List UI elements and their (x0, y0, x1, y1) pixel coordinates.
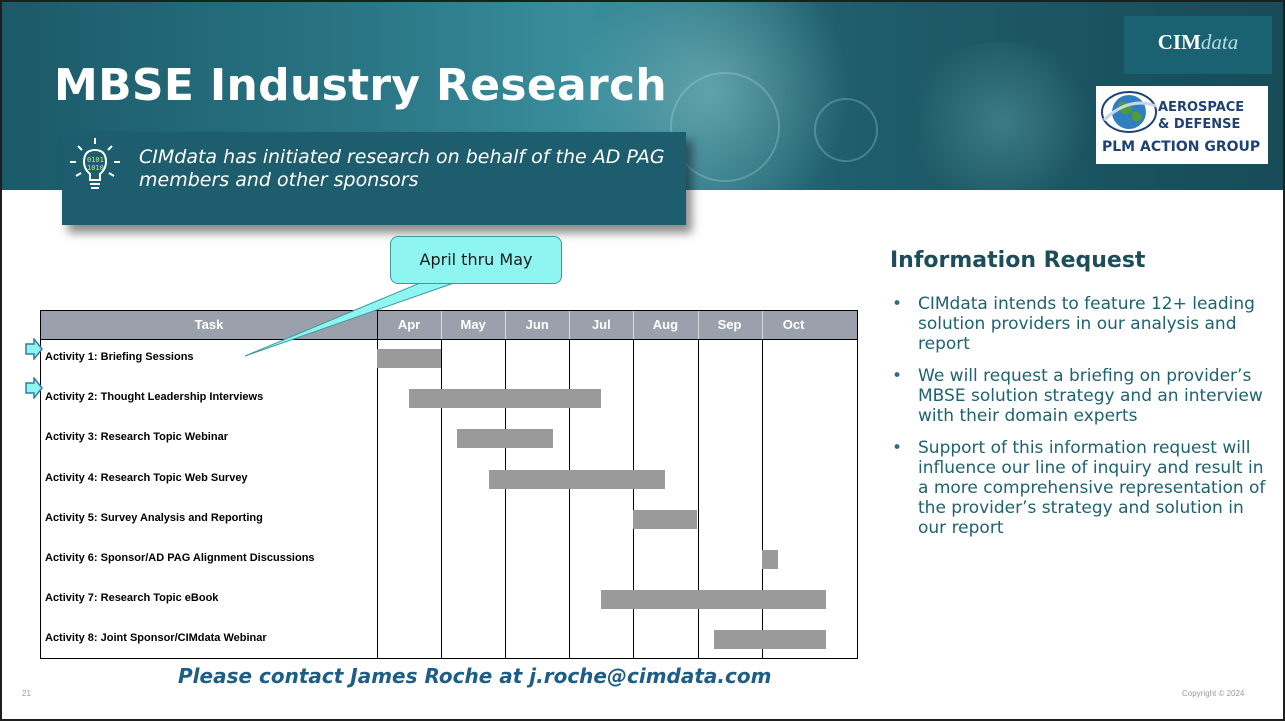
header-divider (761, 311, 763, 339)
month-header: Apr (397, 317, 421, 332)
task-label: Activity 6: Sponsor/AD PAG Alignment Dis… (45, 552, 315, 564)
svg-text:1010: 1010 (87, 164, 104, 172)
month-header: Aug (652, 317, 679, 332)
header-divider (633, 311, 635, 339)
globe-icon (1101, 91, 1157, 133)
header-divider (505, 311, 507, 339)
month-header: Jul (591, 317, 611, 332)
brand-part2: data (1200, 30, 1239, 54)
adpag-line1: AEROSPACE (1158, 100, 1245, 115)
task-bar (713, 630, 826, 650)
arrow-icon (25, 377, 43, 399)
contact-line: Please contact James Roche at j.roche@ci… (178, 664, 772, 688)
cimdata-logo: CIMdata (1124, 16, 1272, 74)
date-callout-bubble: April thru May (390, 236, 562, 284)
month-header: Oct (782, 317, 805, 332)
task-label: Activity 5: Survey Analysis and Reportin… (45, 511, 263, 524)
svg-text:0101: 0101 (87, 156, 104, 164)
research-callout: 0101 1010 CIMdata has initiated research… (62, 132, 686, 225)
task-bar (633, 509, 698, 529)
info-bullet: CIMdata intends to feature 12+ leading s… (892, 294, 1274, 354)
header-border (41, 339, 857, 340)
decorative-ring (814, 98, 878, 162)
task-label: Activity 8: Joint Sponsor/CIMdata Webina… (45, 632, 267, 645)
month-header: Sep (717, 317, 742, 332)
task-bar (377, 349, 442, 368)
info-bullet-list: CIMdata intends to feature 12+ leading s… (892, 294, 1274, 550)
adpag-line3: PLM ACTION GROUP (1102, 139, 1261, 155)
task-label: Activity 4: Research Topic Web Survey (45, 471, 248, 484)
task-label: Activity 7: Research Topic eBook (45, 592, 219, 605)
task-label: Activity 2: Thought Leadership Interview… (45, 391, 264, 404)
arrow-icon (25, 338, 43, 360)
slide-title: MBSE Industry Research (54, 60, 667, 111)
task-label: Activity 3: Research Topic Webinar (45, 431, 228, 444)
copyright-notice: Copyright © 2024 (1182, 689, 1245, 698)
month-header: May (460, 317, 486, 332)
adpag-logo: AEROSPACE & DEFENSE PLM ACTION GROUP (1096, 86, 1268, 164)
gantt-gridline (377, 311, 378, 658)
brand-part1: CIM (1157, 30, 1201, 54)
gantt-gridline (441, 311, 443, 658)
month-header: Jun (525, 317, 549, 332)
task-column-header: Task (194, 317, 224, 332)
task-label: Activity 1: Briefing Sessions (45, 351, 194, 363)
gantt-gridline (761, 311, 763, 658)
task-bar (409, 389, 602, 409)
info-title: Information Request (890, 248, 1146, 273)
decorative-ring (670, 72, 780, 182)
header-divider (697, 311, 699, 339)
lightbulb-icon: 0101 1010 (70, 138, 120, 189)
header-divider (441, 311, 443, 339)
info-bullet: Support of this information request will… (892, 438, 1274, 538)
info-bullet: We will request a briefing on provider’s… (892, 366, 1274, 426)
gantt-gridline (697, 311, 699, 658)
task-bar (761, 550, 778, 569)
task-bar (457, 429, 554, 449)
task-bar (489, 469, 666, 489)
task-bar (601, 590, 826, 610)
page-number: 21 (22, 689, 31, 698)
callout-text: CIMdata has initiated research on behalf… (139, 146, 665, 191)
header-divider (569, 311, 571, 339)
header-glow-secondary (902, 42, 1102, 190)
adpag-line2: & DEFENSE (1158, 117, 1241, 132)
